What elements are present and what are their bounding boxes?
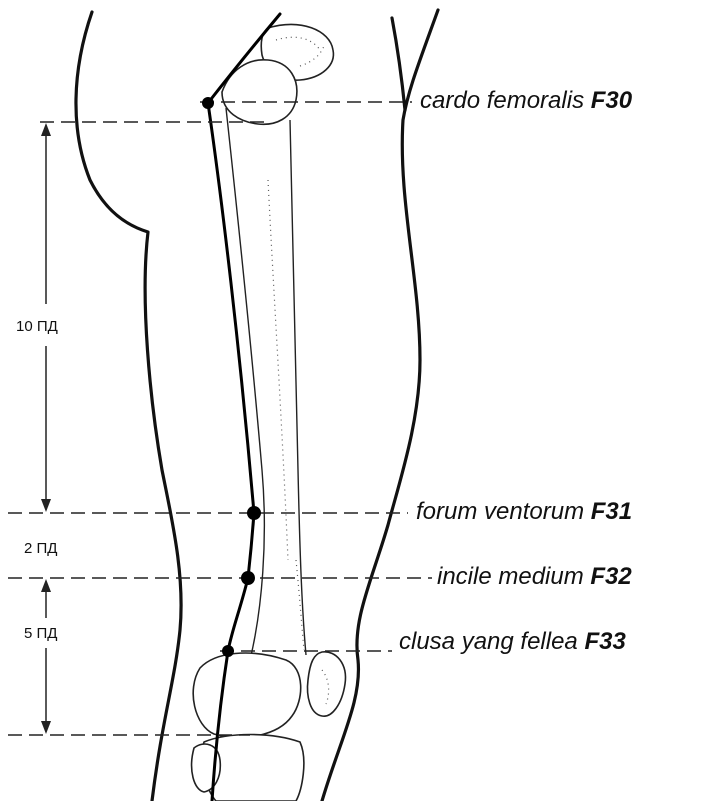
point-code-f30: F30 bbox=[591, 87, 633, 114]
point-marker-f31 bbox=[247, 506, 261, 520]
patella-bone bbox=[308, 652, 346, 716]
dimension-label-10pd: 10 ПД bbox=[16, 318, 58, 335]
femur-shaft-texture bbox=[268, 180, 304, 650]
point-name-f32: incile medium bbox=[437, 563, 584, 590]
leg-right-inner-contour bbox=[392, 18, 405, 110]
point-code-f33: F33 bbox=[584, 628, 626, 655]
point-code-f31: F31 bbox=[591, 498, 632, 525]
point-label-f30: cardo femoralis F30 bbox=[420, 87, 633, 114]
point-marker-f30 bbox=[202, 97, 214, 109]
point-name-f33: clusa yang fellea bbox=[399, 628, 578, 655]
femoral-condyle bbox=[193, 653, 301, 737]
point-name-f31: forum ventorum bbox=[416, 498, 584, 525]
point-marker-f32 bbox=[241, 571, 255, 585]
femur-shaft-right bbox=[290, 120, 306, 655]
point-label-f33: clusa yang fellea F33 bbox=[399, 628, 626, 655]
point-label-f32: incile medium F32 bbox=[437, 563, 632, 590]
point-name-f30: cardo femoralis bbox=[420, 87, 584, 114]
dimension-label-5pd: 5 ПД bbox=[24, 625, 57, 642]
point-code-f32: F32 bbox=[590, 563, 632, 590]
leg-left-contour bbox=[76, 12, 181, 801]
point-marker-f33 bbox=[222, 645, 234, 657]
dimension-5pd bbox=[41, 579, 51, 734]
point-label-f31: forum ventorum F31 bbox=[416, 498, 632, 525]
dimension-label-2pd: 2 ПД bbox=[24, 540, 57, 557]
